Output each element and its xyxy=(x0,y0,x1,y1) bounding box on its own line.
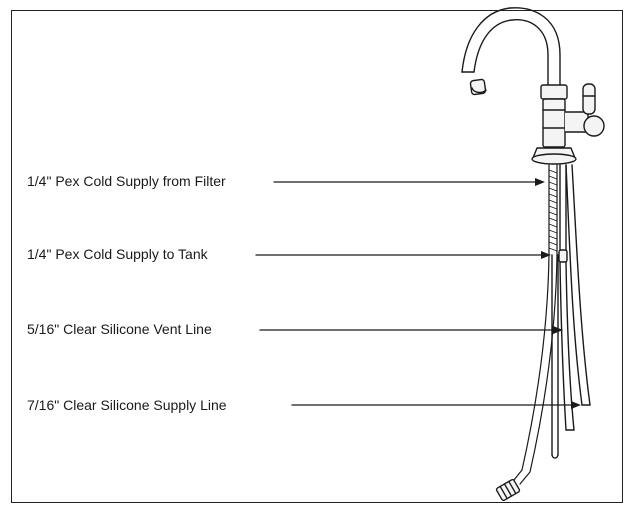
arrow-vent-line xyxy=(553,326,563,334)
vent-line xyxy=(558,249,575,431)
arrow-pex-from-filter xyxy=(535,178,545,186)
label-pex-from-filter: 1/4" Pex Cold Supply from Filter xyxy=(27,173,226,189)
label-vent-line: 5/16" Clear Silicone Vent Line xyxy=(27,321,212,337)
leader-lines xyxy=(255,181,575,406)
arrow-supply-line xyxy=(571,401,581,409)
diagram-frame xyxy=(11,10,623,503)
arrow-pex-to-tank xyxy=(541,251,551,259)
faucet-handle xyxy=(564,83,605,137)
pex-line-from-filter xyxy=(495,164,558,502)
supply-line xyxy=(565,164,591,406)
label-supply-line: 7/16" Clear Silicone Supply Line xyxy=(27,397,227,413)
label-pex-to-tank: 1/4" Pex Cold Supply to Tank xyxy=(27,246,208,262)
spout xyxy=(461,7,561,96)
